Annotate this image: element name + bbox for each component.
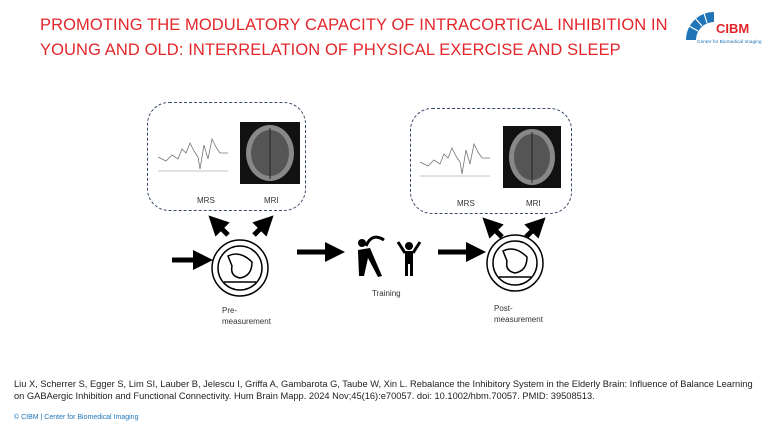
cibm-arc-icon: CIBM Center for Biomedical Imaging [686,12,762,45]
logo-name: CIBM [716,21,749,36]
mrs-spectrum-post [420,142,490,177]
citation: Liu X, Scherrer S, Egger S, Lim SI, Laub… [14,379,753,401]
mri-image-pre [240,122,300,184]
post-measurement-label: Post- measurement [494,303,543,325]
post-label-line2: measurement [494,315,543,324]
pre-label-line1: Pre- [222,306,238,315]
scanner-icon-post [486,234,544,292]
post-measurement-box [410,108,572,214]
footer-copyright: © CIBM | Center for Biomedical Imaging [14,414,139,421]
cibm-logo: CIBM Center for Biomedical Imaging [676,4,766,46]
mrs-spectrum-pre [158,137,228,172]
mri-label-post: MRI [526,199,541,208]
scanner-icon-pre [211,239,269,297]
weightlifting-person-icon [396,241,422,276]
mri-image-post [503,126,561,188]
mri-label-pre: MRI [264,196,279,205]
pre-measurement-box [147,102,306,211]
stretching-person-icon [358,235,385,277]
diagram-arrows [172,215,546,297]
title-line-2: YOUNG AND OLD: INTERRELATION OF PHYSICAL… [40,41,621,59]
arrow-icons [172,215,546,270]
pre-measurement-label: Pre- measurement [222,305,271,327]
post-label-line1: Post- [494,304,513,313]
title-line-1: PROMOTING THE MODULATORY CAPACITY OF INT… [40,16,668,34]
training-label: Training [372,289,401,298]
mrs-label-pre: MRS [197,196,215,205]
mrs-label-post: MRS [457,199,475,208]
logo-subtitle: Center for Biomedical Imaging [697,39,762,45]
slide-title: PROMOTING THE MODULATORY CAPACITY OF INT… [40,13,668,63]
pre-label-line2: measurement [222,317,271,326]
